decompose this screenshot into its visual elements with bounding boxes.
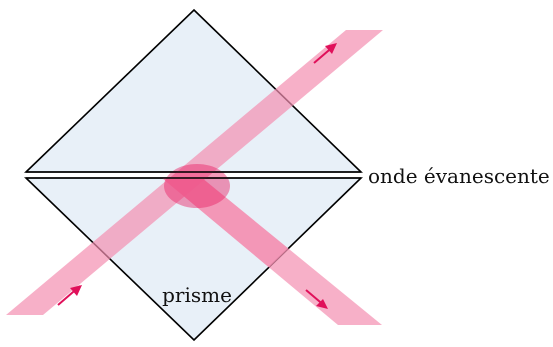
arrow-transmitted	[313, 43, 337, 64]
arrow-reflected	[305, 289, 328, 309]
prism-label: prisme	[162, 283, 232, 307]
upper-prism	[24, 8, 363, 173]
arrow-incident	[57, 285, 82, 306]
evanescent-spot	[164, 164, 230, 208]
evanescent-wave-label: onde évanescente	[368, 164, 550, 188]
